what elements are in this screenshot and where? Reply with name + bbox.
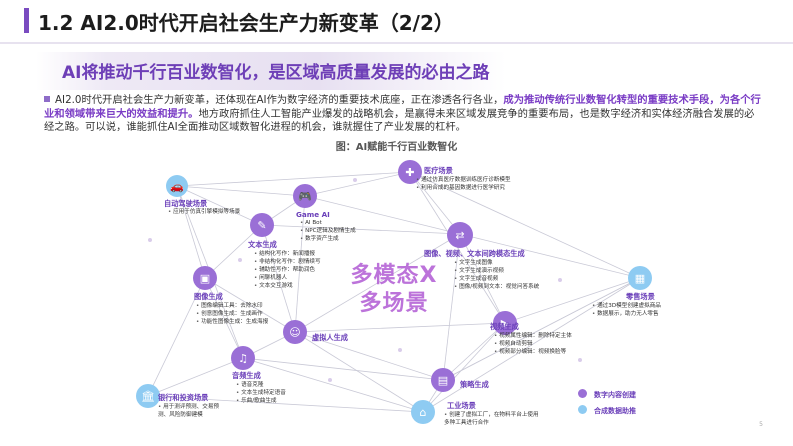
node-label-medical: 医疗场景 <box>424 166 453 175</box>
node-details-image-gen: 图像编辑工具：去除水印创意图像生成：生成画作功能性图像生成：生成海报 <box>196 302 268 326</box>
node-label-finance: 银行和投资场景 <box>158 393 209 402</box>
network-lines <box>147 171 641 413</box>
node-label-strategy-gen: 策略生成 <box>460 380 489 389</box>
music-icon: ♫ <box>231 346 255 370</box>
center-text-line2: 多场景 <box>359 291 429 316</box>
factory-icon: ⌂ <box>411 400 435 424</box>
node-label-audio-gen: 音频生成 <box>232 371 261 380</box>
image-icon: ▣ <box>193 266 217 290</box>
node-label-game-ai: Game AI <box>296 210 330 219</box>
node-details-auto-driving: 应用于仿真引擎模拟等场景 <box>168 208 240 216</box>
title-accent-bar <box>24 8 29 33</box>
page-title: 1.2 AI2.0时代开启社会生产力新变革（2/2） <box>38 11 454 35</box>
node-details-retail: 通过3D模型创建虚拟商品数据展示，助力无人零售 <box>592 302 661 318</box>
node-details-game-ai: AI BotNPC逻辑及剧情生成数字资产生成 <box>300 219 356 243</box>
node-label-virtual-human: 虚拟人生成 <box>312 333 348 342</box>
header-bar <box>0 0 793 44</box>
store-icon: ▦ <box>628 266 652 290</box>
center-text-line1: 多模态X <box>350 263 438 288</box>
para-part2: 地方政府抓住人工智能产业爆发的战略机会，是赢得未来区域发展竞争的重要布局，也是数… <box>44 107 755 134</box>
node-details-video-gen: 视频属性编辑：删除特定主体视频自动剪辑视频部分编辑：视频换脸等 <box>494 332 572 356</box>
node-label-image-gen: 图像生成 <box>194 292 223 301</box>
legend-data-synthesis: 合成数据助推 <box>594 407 636 415</box>
legend-dot-content <box>578 389 587 398</box>
para-part1: AI2.0时代开启社会生产力新变革，还体现在AI作为数字经济的重要技术底座，正在… <box>55 94 504 106</box>
node-details-cross-modal: 文字生成图像文字生成演示视频文字生成音视频图像/视频到文本：视觉问答系统 <box>454 259 539 291</box>
strategy-icon: ▤ <box>431 368 455 392</box>
figure-caption: 图：AI赋能千行百业数智化 <box>335 142 458 153</box>
node-label-industry: 工业场景 <box>447 401 476 410</box>
node-label-retail: 零售场景 <box>626 292 655 301</box>
video-icon: ▶ <box>493 311 517 335</box>
person-icon: ☺ <box>283 320 307 344</box>
node-details-industry: 创建了虚拟工厂，在物料平台上使用多种工具进行合作 <box>444 411 544 427</box>
document-icon: ✎ <box>250 213 274 237</box>
node-label-auto-driving: 自动驾驶场景 <box>164 199 208 208</box>
car-icon: 🚗 <box>166 175 188 197</box>
page-number: 5 <box>759 421 763 428</box>
swap-icon: ⇄ <box>447 222 473 248</box>
node-label-cross-modal: 图像、视频、文本间跨模态生成 <box>424 249 525 258</box>
bank-icon: 🏛 <box>136 384 160 408</box>
gamepad-icon: 🎮 <box>293 184 317 208</box>
node-label-video-gen: 视频生成 <box>490 322 519 331</box>
subtitle-band <box>36 52 506 90</box>
bullet-icon <box>44 96 50 102</box>
page-subtitle: AI将推动千行百业数智化，是区域高质量发展的必由之路 <box>62 63 490 83</box>
node-label-text-gen: 文本生成 <box>248 240 277 249</box>
node-details-finance: 用于测评预测、交易预测、风险防御建模 <box>158 403 228 419</box>
node-details-medical: 通过仿真医疗数据训练医疗诊断模型利用合成的基因数据进行医学研究 <box>416 176 511 192</box>
node-details-text-gen: 结构化写作：新闻播报非结构化写作：剧情续写辅助性写作：帮助润色闲聊机器人文本交互… <box>254 250 321 290</box>
intro-paragraph: AI2.0时代开启社会生产力新变革，还体现在AI作为数字经济的重要技术底座，正在… <box>44 94 764 135</box>
para-highlight: 成为推动传统行业数智化转型的重要技术手段，为各个行业和领域带来巨大的效益和提升。 <box>44 94 761 120</box>
node-details-audio-gen: 语音克隆文本生成特定语音乐曲/歌曲生成 <box>236 381 286 405</box>
legend-content-creation: 数字内容创建 <box>594 391 636 399</box>
legend-dot-data <box>578 405 587 414</box>
center-highlight: 多模态X 多场景 <box>344 262 444 318</box>
